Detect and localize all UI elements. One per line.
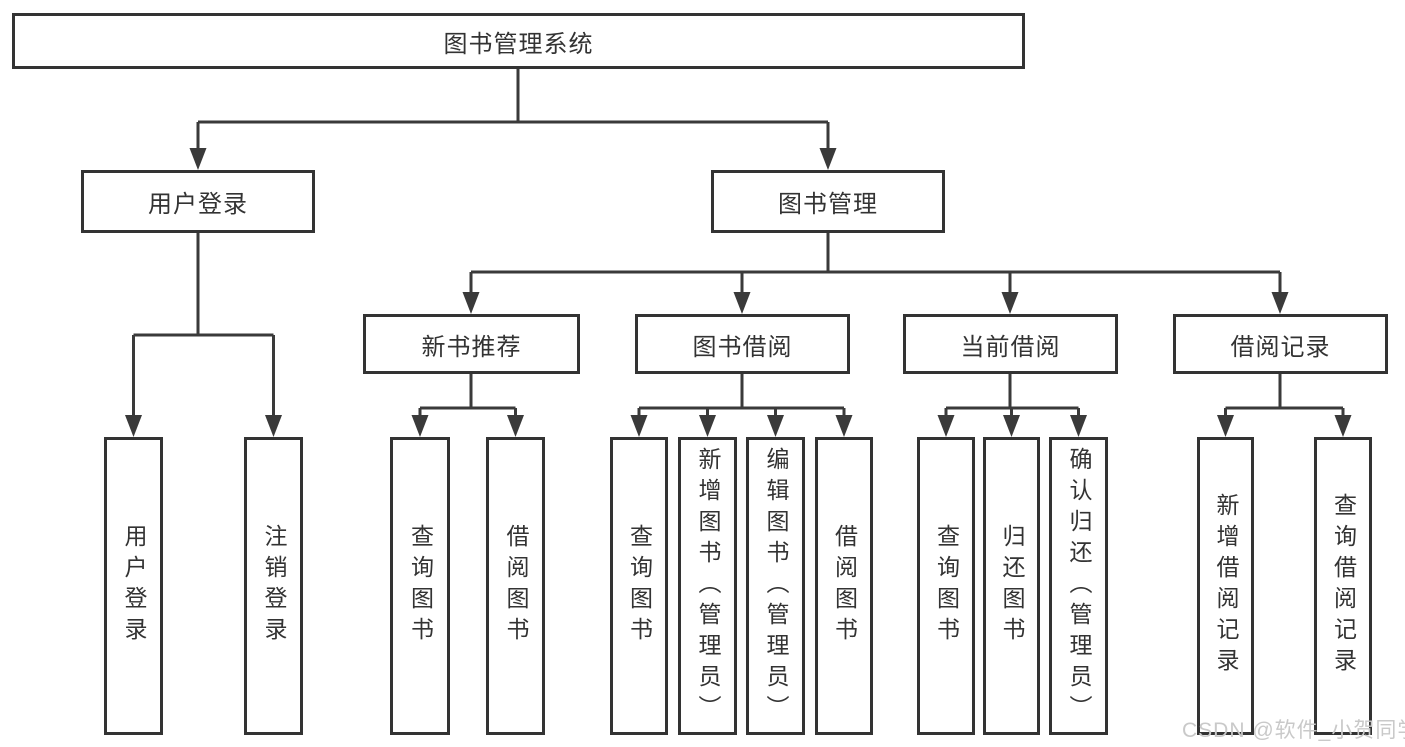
arrowhead [189,148,207,170]
arrowhead [507,415,524,437]
arrowhead [1003,415,1020,437]
node-label: 图书借阅 [692,333,793,361]
node-label: 归还图书 [999,524,1025,648]
node-label: 编辑图书（管理员） [763,446,789,726]
leaf-borrow-book: 借阅图书 [815,437,873,735]
node-borrow-records: 借阅记录 [1173,314,1388,374]
leaf-query-book-borrow: 查询图书 [610,437,668,735]
leaf-query-borrow-record: 查询借阅记录 [1314,437,1372,735]
arrowhead [630,415,648,437]
leaf-query-book-current: 查询图书 [917,437,975,735]
leaf-query-book-recommend: 查询图书 [390,437,450,735]
node-label: 查询图书 [933,524,960,648]
arrowhead [1070,415,1087,437]
arrowhead [1217,415,1234,437]
node-current-borrow: 当前借阅 [903,314,1118,374]
leaf-return-book: 归还图书 [983,437,1040,735]
node-label: 用户登录 [148,191,248,218]
node-book-borrow: 图书借阅 [635,314,850,374]
node-label: 注销登录 [261,524,287,648]
arrowhead [265,415,282,437]
node-label: 借阅图书 [831,524,858,648]
arrowhead [767,415,784,437]
node-label: 图书管理 [778,191,878,218]
arrowhead [462,292,480,314]
node-label: 查询图书 [626,524,653,648]
node-label: 查询图书 [407,524,434,648]
leaf-logout: 注销登录 [244,437,303,735]
csdn-watermark: CSDN @软件_小贺同学 [1182,719,1405,742]
arrowhead [937,415,955,437]
node-root-system: 图书管理系统 [12,13,1025,69]
node-label: 图书管理系统 [443,30,594,58]
node-label: 当前借阅 [960,333,1061,361]
arrowhead [125,415,142,437]
node-book-management: 图书管理 [711,170,945,233]
node-user-login: 用户登录 [81,170,315,233]
arrowhead [411,415,429,437]
leaf-user-login: 用户登录 [104,437,163,735]
arrowhead [733,292,751,314]
node-label: 用户登录 [121,524,147,648]
leaf-add-book-admin: 新增图书（管理员） [678,437,737,735]
arrowhead [699,415,716,437]
node-label: 确认归还（管理员） [1066,446,1092,726]
leaf-add-borrow-record: 新增借阅记录 [1197,437,1254,735]
node-label: 新增图书（管理员） [695,446,721,726]
node-new-book-recommend: 新书推荐 [363,314,580,374]
node-label: 新书推荐 [421,333,522,361]
arrowhead [1334,415,1352,437]
leaf-confirm-return-admin: 确认归还（管理员） [1049,437,1108,735]
node-label: 借阅图书 [503,524,529,648]
arrowhead [835,415,853,437]
node-label: 借阅记录 [1230,333,1331,361]
node-label: 查询借阅记录 [1330,493,1357,679]
arrowhead [1001,292,1019,314]
arrowhead [819,148,837,170]
arrowhead [1271,292,1289,314]
leaf-borrow-book-recommend: 借阅图书 [486,437,545,735]
node-label: 新增借阅记录 [1213,493,1239,679]
leaf-edit-book-admin: 编辑图书（管理员） [746,437,805,735]
